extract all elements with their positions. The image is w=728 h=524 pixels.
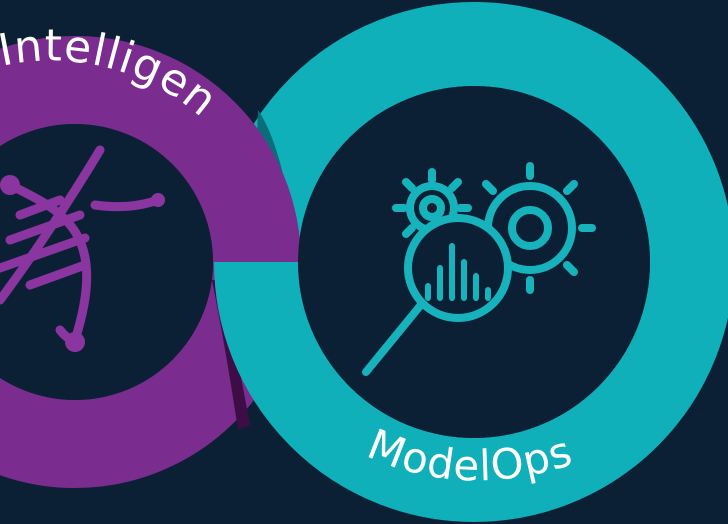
magnifier-icon	[362, 214, 512, 376]
bar-chart-icon	[425, 243, 491, 301]
dna-icon	[0, 145, 165, 352]
intelligence-inner-disc	[0, 124, 213, 400]
gears-magnifier-chart-icon	[362, 162, 596, 376]
intelligence-ring-overlap	[75, 36, 301, 262]
